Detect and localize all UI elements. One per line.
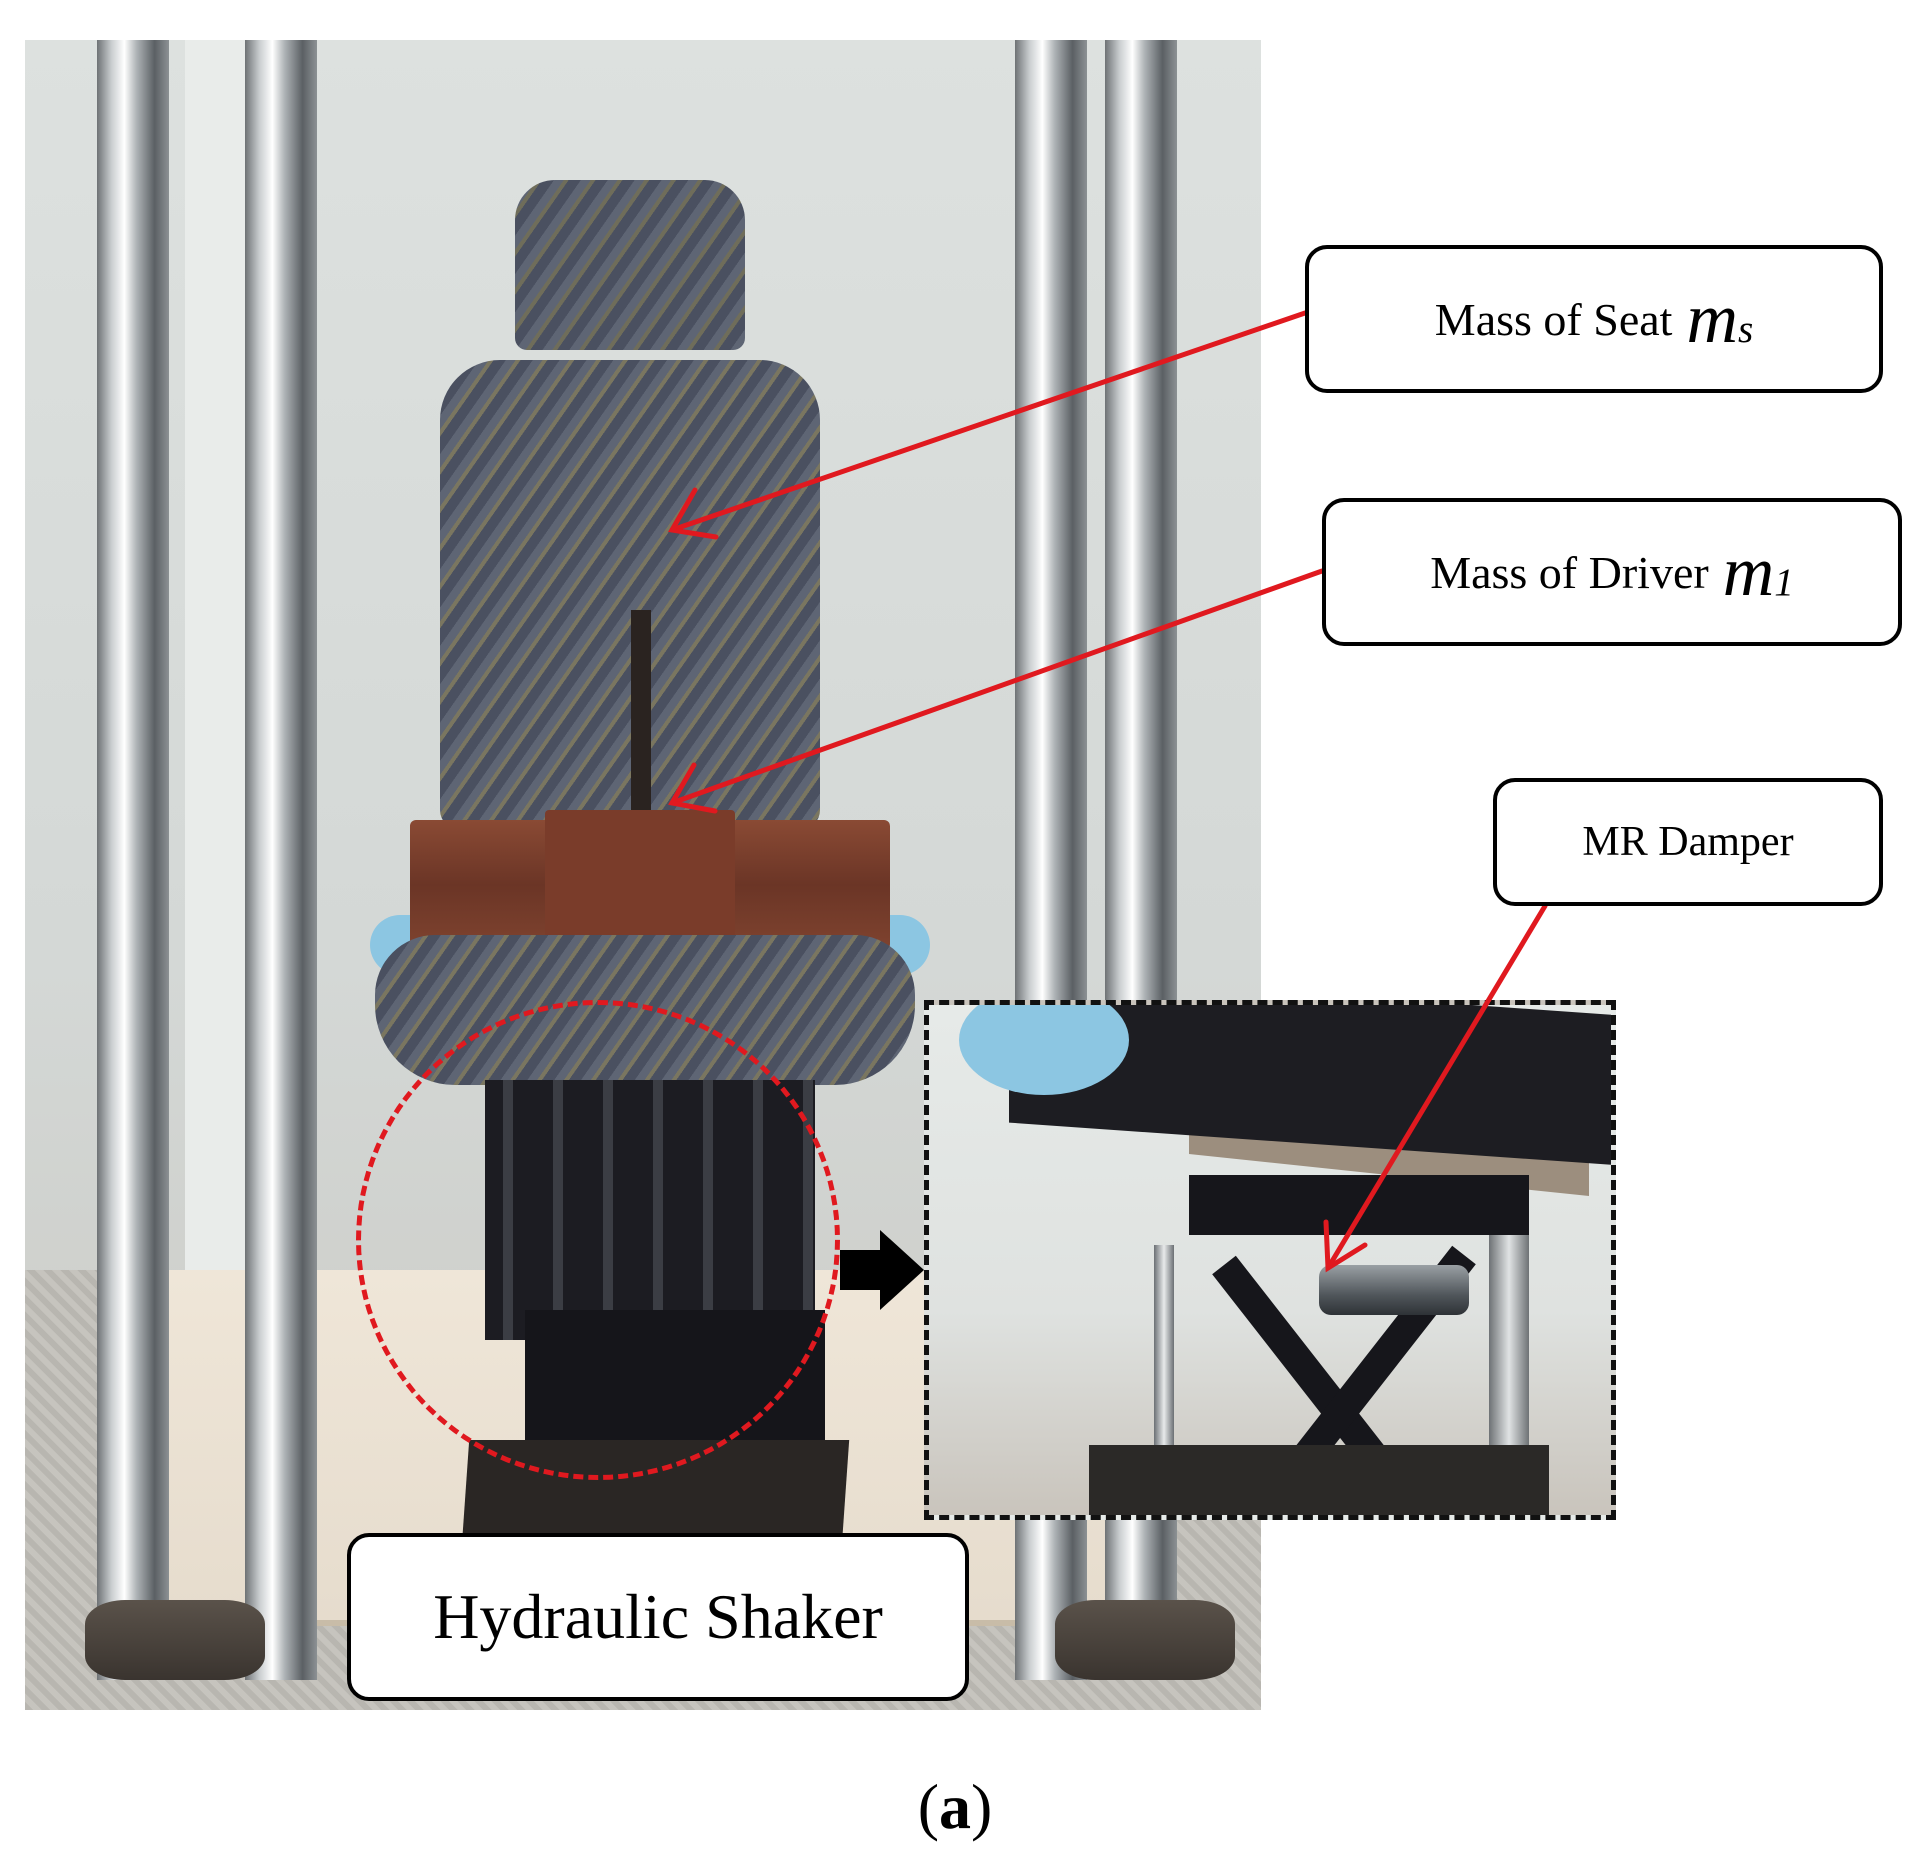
damper-pointer-line (1325, 903, 1548, 1271)
seat-backrest (440, 360, 820, 830)
pillar-foot-left (85, 1600, 265, 1680)
seat-headrest (515, 180, 745, 350)
mass-of-driver-symbol: m1 (1722, 532, 1794, 612)
seat-pointer-head (668, 487, 719, 540)
zoom-inset-photo (924, 1000, 1616, 1520)
inset-guide-rod (1154, 1245, 1174, 1485)
wall-panel (185, 40, 245, 1270)
mass-of-seat-text: Mass of Seat (1434, 293, 1673, 345)
seat-pointer-line (669, 310, 1308, 533)
mass-of-driver-text: Mass of Driver (1430, 546, 1709, 598)
zoom-arrow-shaft (840, 1250, 882, 1290)
hydraulic-shaker-label: Hydraulic Shaker (347, 1533, 969, 1701)
hydraulic-shaker-text: Hydraulic Shaker (433, 1581, 883, 1652)
rig-pillar-left-inner (245, 40, 317, 1680)
mr-damper-text: MR Damper (1582, 819, 1794, 865)
damper-pointer-head (1323, 1219, 1368, 1273)
figure-caption: (a) (917, 1771, 993, 1842)
inset-base (1089, 1445, 1549, 1515)
pillar-foot-right (1055, 1600, 1235, 1680)
inset-mr-damper (1319, 1265, 1469, 1315)
inset-blue-cloth (959, 1005, 1129, 1095)
mass-of-seat-symbol: ms (1686, 279, 1754, 359)
highlight-circle (356, 1000, 840, 1480)
zoom-arrow-icon (880, 1230, 924, 1310)
weight-holder-bar (631, 610, 651, 810)
rig-pillar-left-outer (97, 40, 169, 1680)
driver-pointer-head (668, 762, 718, 814)
driver-pointer-line (669, 568, 1325, 806)
mr-damper-label: MR Damper (1493, 778, 1883, 906)
caption-letter: a (939, 1771, 971, 1842)
mass-of-driver-label: Mass of Driver m1 (1322, 498, 1902, 646)
mass-of-seat-label: Mass of Seat ms (1305, 245, 1883, 393)
inset-frame-bar (1189, 1175, 1529, 1235)
